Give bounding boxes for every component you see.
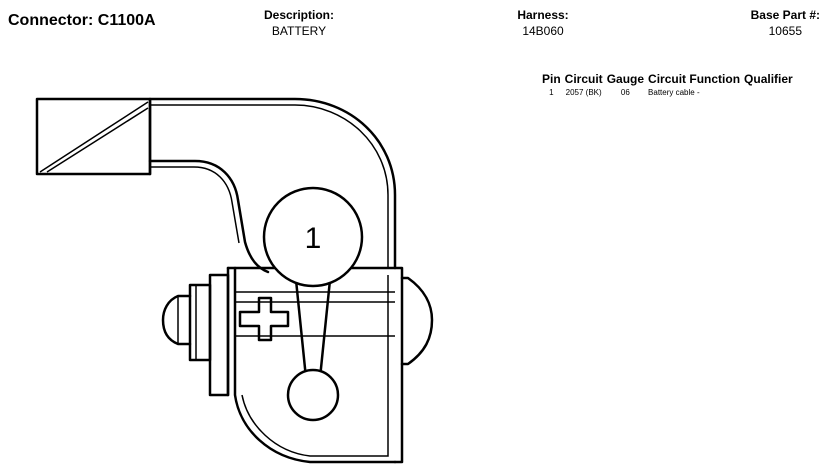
column-header-circuit: Circuit: [564, 72, 603, 86]
connector-title: Connector: C1100A: [8, 12, 156, 29]
base-part-value: 10655: [768, 24, 802, 38]
cable-end: [35, 97, 152, 176]
column-header-gauge: Gauge: [606, 72, 645, 86]
bolt-head: [400, 276, 434, 366]
base-part-block: Base Part #: 10655: [700, 7, 820, 39]
screw-cross-icon: [238, 296, 290, 342]
cell-circuit: 2057 (BK): [565, 88, 602, 97]
cell-circuit-function: Battery cable -: [648, 88, 700, 97]
column-header-circuit-function: Circuit Function: [648, 72, 741, 86]
table-row: 1 2057 (BK) 06 Battery cable -: [540, 86, 795, 97]
terminal-body: [226, 266, 404, 464]
harness-label: Harness:: [517, 8, 569, 22]
column-header-qualifier: Qualifier: [744, 72, 793, 86]
cable-bend: [148, 97, 397, 274]
pin-table-header-row: Pin Circuit Gauge Circuit Function Quali…: [540, 72, 795, 86]
description-block: Description: BATTERY: [234, 7, 364, 39]
harness-value: 14B060: [522, 24, 564, 38]
harness-block: Harness: 14B060: [478, 7, 608, 39]
cell-pin: 1: [549, 88, 554, 97]
base-part-label: Base Part #:: [750, 8, 820, 22]
pin-1-callout: 1: [262, 186, 364, 288]
pin-1-label: 1: [305, 222, 322, 255]
pin-table: Pin Circuit Gauge Circuit Function Quali…: [540, 72, 795, 97]
cell-gauge: 06: [620, 88, 630, 97]
description-value: BATTERY: [271, 24, 327, 38]
nut: [161, 273, 230, 397]
keyhole-slot: [286, 278, 340, 422]
column-header-pin: Pin: [542, 72, 561, 86]
description-label: Description:: [263, 8, 334, 22]
